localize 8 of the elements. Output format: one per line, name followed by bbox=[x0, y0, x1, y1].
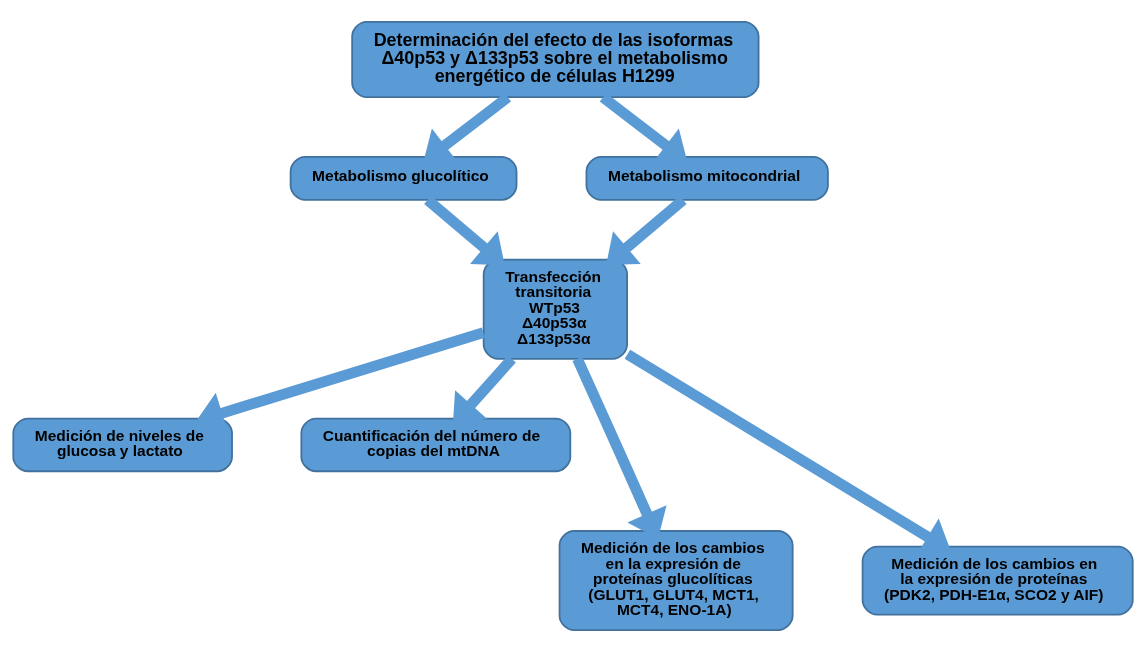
node-box: Determinación del efecto de las isoformas Δ40p53 y Δ133p53 sobre el metabolismo energético de células H1299 bbox=[351, 20, 760, 98]
node-box: Cuantificación del número de copias del mtDNA bbox=[300, 417, 572, 473]
node-box: Medición de los cambios en la expresión de proteínas glucolíticas (GLUT1, GLUT4, MCT1, MCT4, ENO-1A) bbox=[558, 530, 794, 632]
node-box: Metabolismo mitocondrial bbox=[585, 155, 829, 201]
node-box: Transfección transitoria WTp53 Δ40p53α Δ133p53α bbox=[482, 258, 628, 360]
node-box: Medición de los cambios en la expresión de proteínas (PDK2, PDH-E1α, SCO2 y AIF) bbox=[861, 545, 1134, 616]
node-box: Metabolismo glucolítico bbox=[289, 155, 518, 201]
node-box: Medición de niveles de glucosa y lactato bbox=[12, 417, 233, 473]
